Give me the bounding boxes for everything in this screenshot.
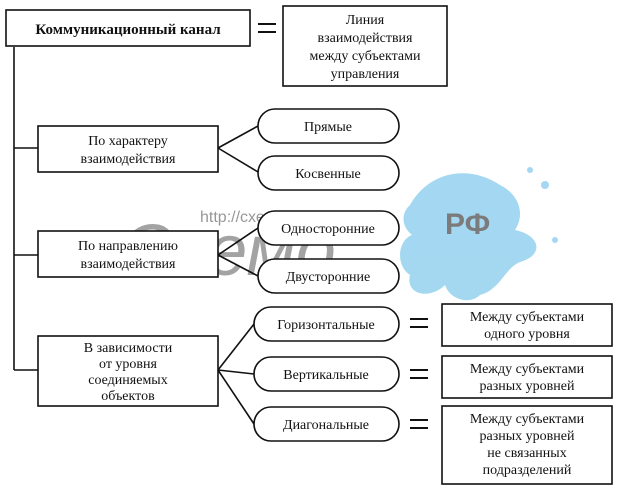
category-box bbox=[37, 335, 219, 407]
category-box bbox=[37, 230, 219, 278]
definition-line: одного уровня bbox=[484, 327, 570, 342]
connector-line bbox=[217, 227, 259, 256]
type-label: Прямые bbox=[304, 120, 352, 135]
category-character: По характеру взаимодействия Прямые Косве… bbox=[37, 108, 400, 191]
type-label: Односторонние bbox=[281, 222, 375, 237]
splash-shape bbox=[400, 173, 537, 301]
type-pill bbox=[257, 155, 400, 191]
type-pill bbox=[253, 306, 400, 342]
root-box bbox=[5, 9, 251, 47]
connector-line bbox=[217, 125, 259, 149]
definition-line: Между субъектами bbox=[470, 310, 585, 325]
category-label-line: объектов bbox=[101, 389, 155, 404]
equals-sign bbox=[410, 419, 428, 429]
definition-box bbox=[441, 355, 613, 399]
definition-line: разных уровней bbox=[480, 379, 575, 394]
category-direction: По направлению взаимодействия Односторон… bbox=[37, 210, 400, 294]
definition-line: Между субъектами bbox=[470, 412, 585, 427]
definition-box bbox=[441, 303, 613, 347]
watermark-badge: РФ bbox=[445, 208, 490, 241]
type-pill bbox=[257, 258, 400, 294]
category-level: В зависимости от уровня соединяемых объе… bbox=[37, 303, 613, 485]
category-label-line: По направлению bbox=[78, 239, 178, 254]
definition-box bbox=[441, 405, 613, 485]
root-label: Коммуникационный канал bbox=[35, 22, 221, 38]
type-label: Диагональные bbox=[283, 418, 369, 433]
root-definition-line: между субъектами bbox=[310, 49, 421, 64]
category-label-line: соединяемых bbox=[88, 373, 167, 388]
category-label-line: В зависимости bbox=[84, 341, 173, 356]
type-pill bbox=[257, 108, 400, 144]
connector-line bbox=[217, 254, 259, 277]
category-label-line: По характеру bbox=[88, 134, 168, 149]
equals-sign bbox=[410, 369, 428, 379]
root-definition-line: Линия bbox=[346, 13, 385, 28]
type-pill bbox=[253, 406, 400, 442]
type-label: Двусторонние bbox=[286, 270, 371, 285]
type-pill bbox=[257, 210, 400, 246]
root-definition-node: Линия взаимодействия между субъектами уп… bbox=[282, 5, 448, 87]
category-label-line: от уровня bbox=[99, 357, 158, 372]
root-definition-line: взаимодействия bbox=[317, 31, 413, 46]
root-node: Коммуникационный канал bbox=[5, 9, 251, 47]
type-label: Вертикальные bbox=[283, 368, 368, 383]
definition-line: разных уровней bbox=[480, 429, 575, 444]
splash-dot bbox=[541, 181, 549, 189]
root-definition-line: управления bbox=[331, 67, 400, 82]
equals-sign bbox=[258, 23, 276, 33]
equals-sign bbox=[410, 318, 428, 328]
splash-dot bbox=[527, 167, 533, 173]
connector-line bbox=[217, 147, 259, 173]
type-pill bbox=[253, 356, 400, 392]
splash-dot bbox=[552, 237, 558, 243]
definition-line: подразделений bbox=[483, 463, 572, 478]
category-label-line: взаимодействия bbox=[80, 152, 176, 167]
category-label-line: взаимодействия bbox=[80, 257, 176, 272]
type-label: Горизонтальные bbox=[277, 318, 374, 333]
definition-line: Между субъектами bbox=[470, 362, 585, 377]
connector-line bbox=[217, 369, 255, 375]
type-label: Косвенные bbox=[295, 167, 361, 182]
category-box bbox=[37, 125, 219, 173]
connector-line bbox=[217, 369, 255, 425]
connector-line bbox=[217, 323, 255, 371]
definition-line: не связанных bbox=[487, 446, 566, 461]
root-definition-box bbox=[282, 5, 448, 87]
